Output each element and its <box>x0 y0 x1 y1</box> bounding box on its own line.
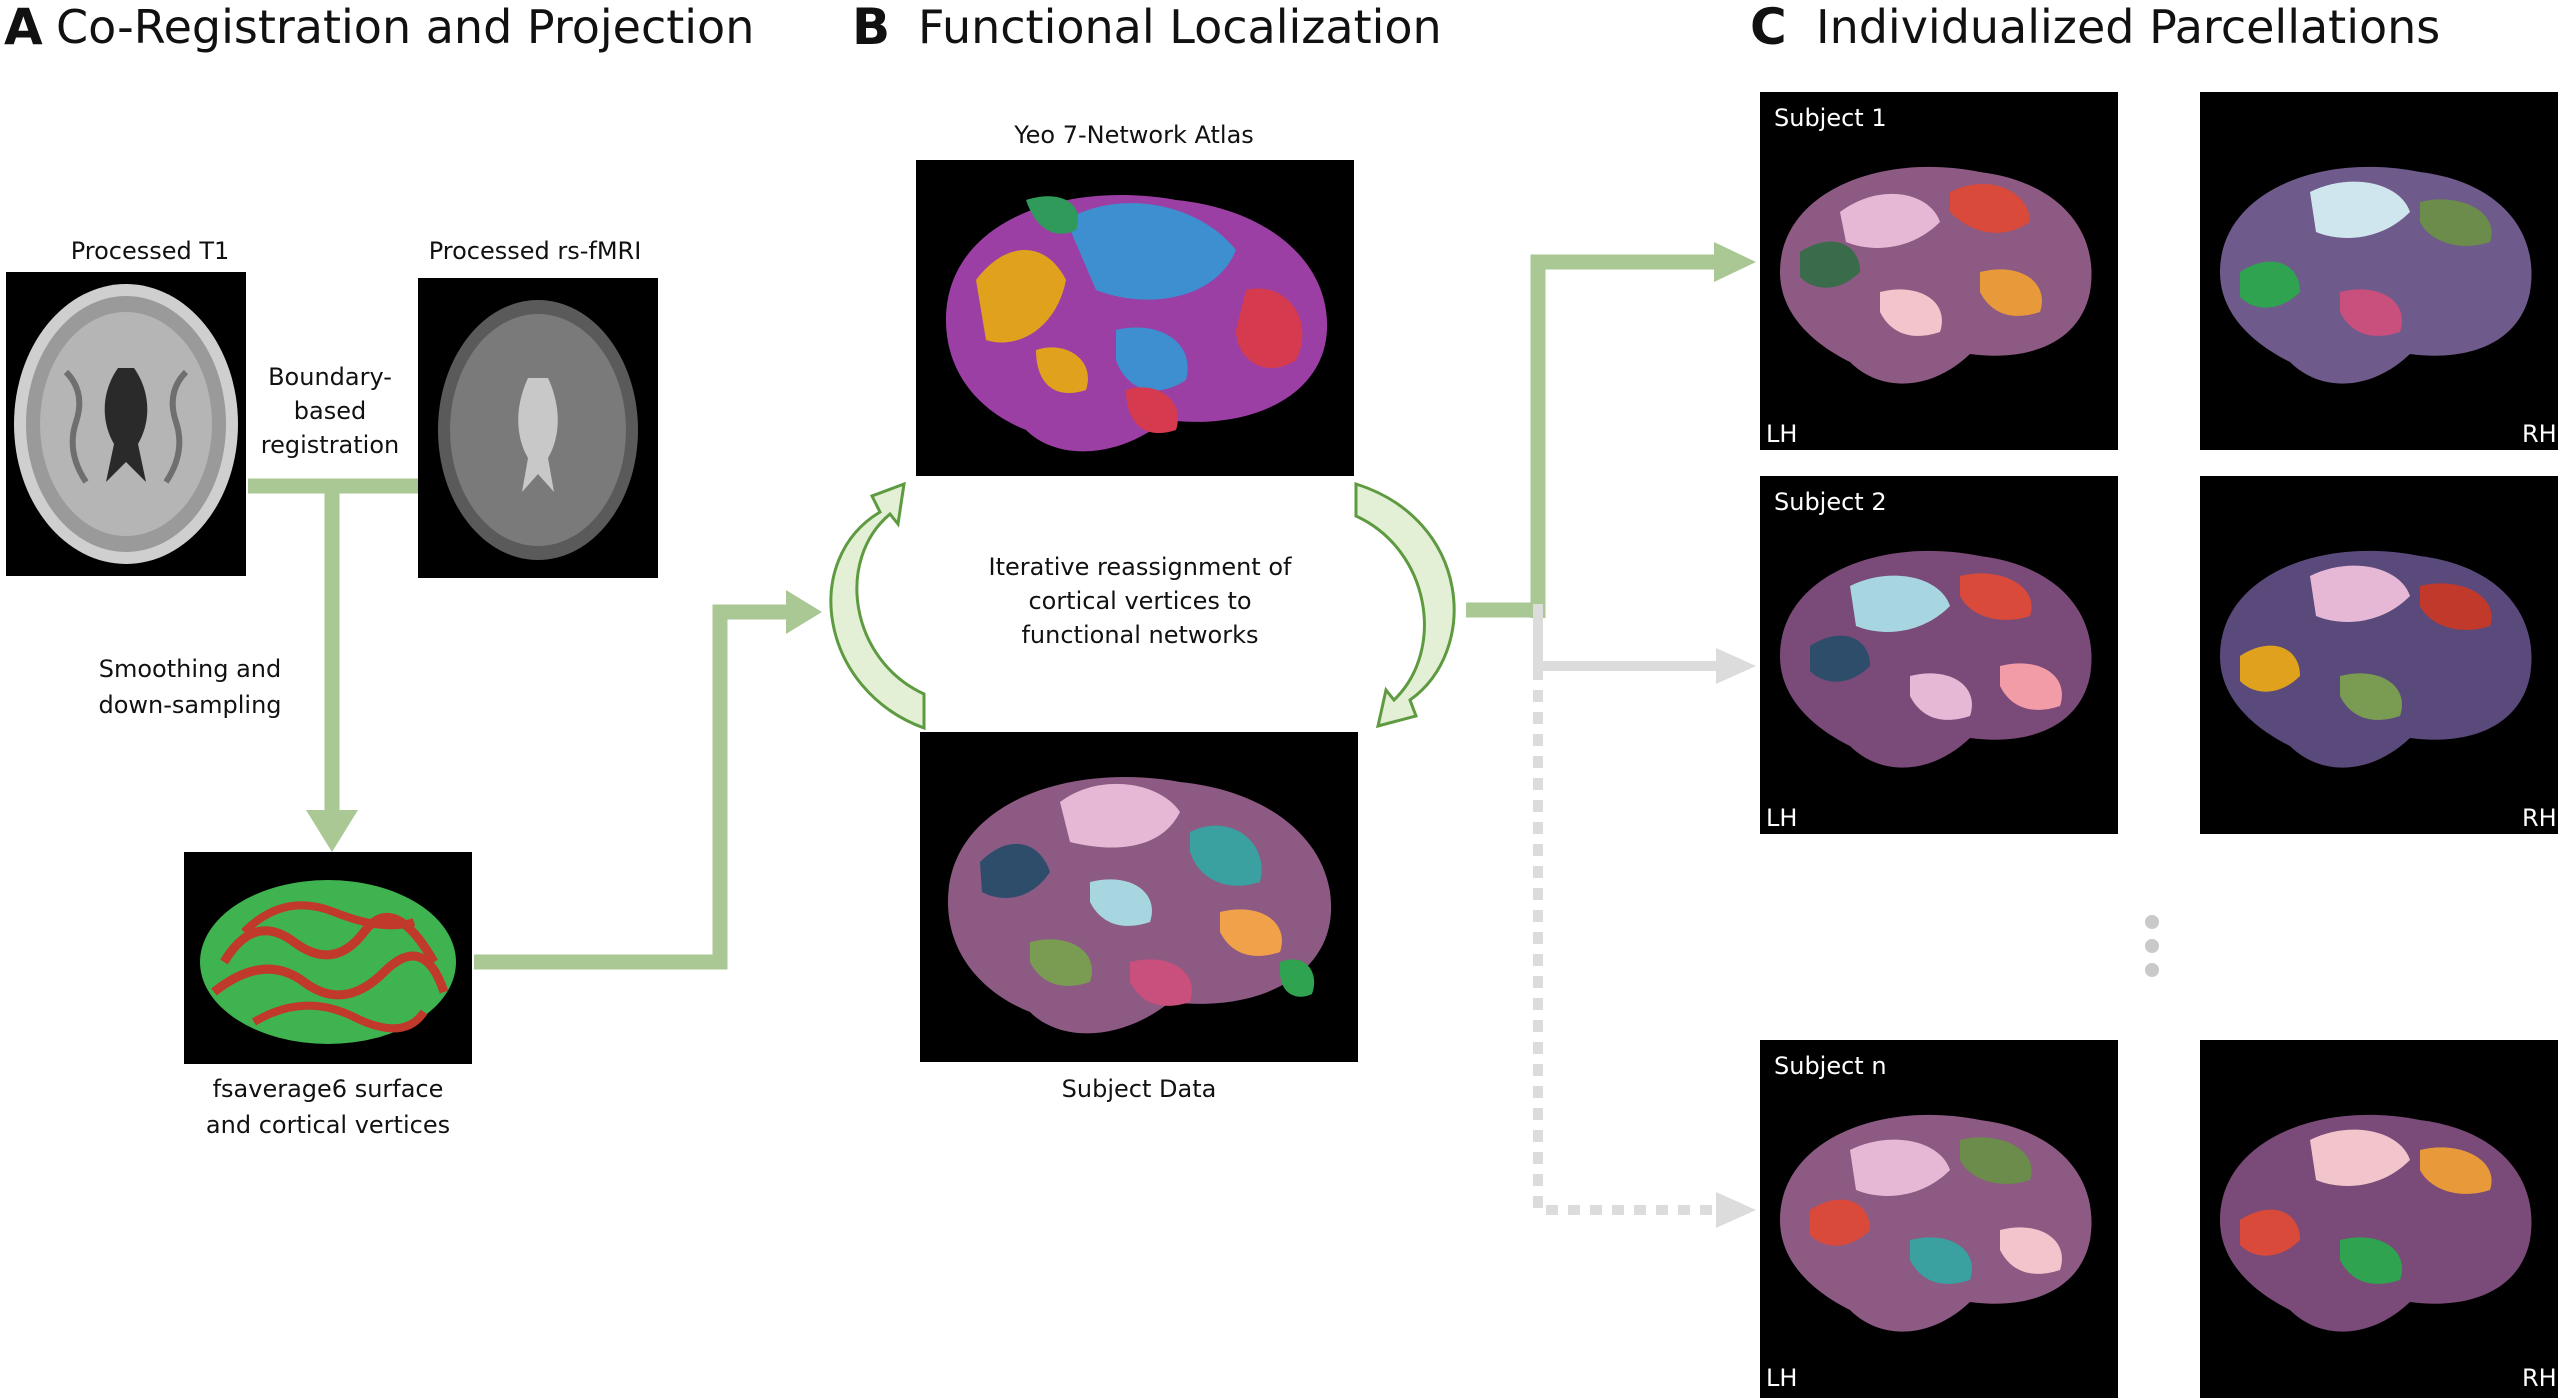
subjectn-rh-image <box>2200 1040 2558 1398</box>
registration-line2: based <box>293 397 367 425</box>
registration-line3: registration <box>260 431 400 459</box>
surface-line2: and cortical vertices <box>205 1111 451 1139</box>
fmri-label: Processed rs-fMRI <box>428 237 642 265</box>
panel-b-title: Functional Localization <box>918 0 1442 54</box>
subject1-name: Subject 1 <box>1774 104 1887 132</box>
subject2-lh-label: LH <box>1766 804 1798 832</box>
yeo-atlas-image <box>916 160 1354 476</box>
subject2-rh-label: RH <box>2522 804 2557 832</box>
panel-c-letter: C <box>1750 0 1787 56</box>
subject2-rh-image <box>2200 476 2558 834</box>
fsaverage6-surface-image <box>184 852 472 1064</box>
fmri-image <box>418 278 658 578</box>
subjectn-name: Subject n <box>1774 1052 1887 1080</box>
subject2-name: Subject 2 <box>1774 488 1887 516</box>
subject1-rh-label: RH <box>2522 420 2557 448</box>
panel-b-letter: B <box>852 0 891 56</box>
atlas-label: Yeo 7-Network Atlas <box>1014 121 1254 149</box>
cycle-arrow-left <box>829 481 926 731</box>
iterative-line3: functional networks <box>1021 621 1259 649</box>
surface-to-localization-connector <box>474 604 790 970</box>
smoothing-arrowhead <box>306 810 358 852</box>
subject1-lh-image <box>1760 92 2118 450</box>
smoothing-line2: down-sampling <box>98 691 282 719</box>
subject1-connector <box>1530 254 1716 618</box>
subjectn-lh-image <box>1760 1040 2118 1398</box>
panel-a-letter: A <box>4 0 43 56</box>
subject-data-image <box>920 732 1358 1062</box>
panel-a-title: Co-Registration and Projection <box>56 0 755 54</box>
subject1-rh-image <box>2200 92 2558 450</box>
subject2-arrowhead <box>1716 648 1756 684</box>
subject-data-label: Subject Data <box>1061 1075 1217 1103</box>
ellipsis-dot <box>2145 939 2159 953</box>
subjectn-connector <box>1533 668 1718 1215</box>
t1-image <box>6 272 246 576</box>
subjectn-lh-label: LH <box>1766 1364 1798 1392</box>
subject1-arrowhead <box>1714 242 1756 282</box>
smoothing-line1: Smoothing and <box>98 655 282 683</box>
surface-line1: fsaverage6 surface <box>212 1075 444 1103</box>
localization-arrowhead <box>786 590 822 634</box>
subject1-lh-label: LH <box>1766 420 1798 448</box>
subject2-connector <box>1533 604 1718 671</box>
ellipsis-dot <box>2145 963 2159 977</box>
registration-line1: Boundary- <box>268 363 392 391</box>
t1-label: Processed T1 <box>70 237 230 265</box>
cycle-arrow-right <box>1354 481 1456 729</box>
panel-c-title: Individualized Parcellations <box>1816 0 2441 54</box>
subjectn-arrowhead <box>1716 1192 1756 1228</box>
iterative-line1: Iterative reassignment of <box>988 553 1292 581</box>
iterative-line2: cortical vertices to <box>1028 587 1252 615</box>
ellipsis-dot <box>2145 915 2159 929</box>
subjectn-rh-label: RH <box>2522 1364 2557 1392</box>
subject2-lh-image <box>1760 476 2118 834</box>
